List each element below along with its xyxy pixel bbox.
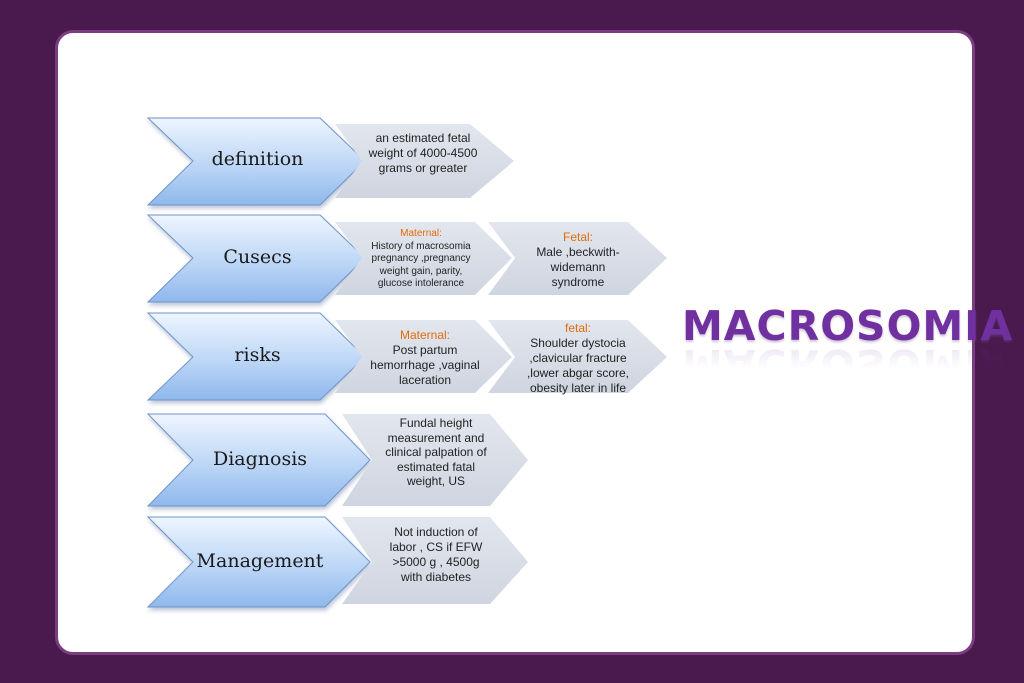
slide-title: MACROSOMIA [682, 302, 1014, 350]
chevron-cusecs [146, 214, 366, 303]
detail-diagnosis: Fundal height measurement and clinical p… [384, 416, 488, 489]
row-label-risks: risks [234, 344, 281, 366]
chevron-detail-cusecs-maternal [335, 222, 512, 295]
detail-heading: Fetal: [562, 230, 593, 244]
slide-title-reflection: MACROSOMIA [682, 340, 1014, 388]
detail-text: History of macrosomia pregnancy ,pregnan… [371, 240, 471, 290]
chevron-definition [146, 117, 366, 206]
detail-risks-fetal: fetal: Shoulder dystocia ,clavicular fra… [514, 321, 642, 396]
row-label-diagnosis: Diagnosis [212, 448, 308, 470]
detail-heading: fetal: [564, 321, 591, 335]
detail-heading: Maternal: [399, 328, 451, 342]
chevron-detail-risks-fetal [488, 320, 667, 393]
row-label-management: Management [196, 550, 324, 572]
detail-text: Shoulder dystocia ,clavicular fracture ,… [526, 336, 630, 395]
detail-text: Male ,beckwith-widemann syndrome [536, 245, 620, 289]
chevron-risks [146, 312, 366, 401]
detail-definition: an estimated fetal weight of 4000-4500 g… [368, 131, 478, 176]
row-label-definition: definition [211, 148, 304, 170]
chevron-diagnosis [146, 413, 371, 507]
chevron-management [146, 516, 371, 608]
chevron-detail-cusecs-fetal [488, 222, 667, 295]
detail-heading: Maternal: [400, 228, 442, 239]
detail-risks-maternal: Maternal: Post partum hemorrhage ,vagina… [370, 328, 480, 388]
detail-cusecs-fetal: Fetal: Male ,beckwith-widemann syndrome [523, 230, 633, 290]
detail-text: an estimated fetal weight of 4000-4500 g… [368, 131, 478, 175]
detail-text: Post partum hemorrhage ,vaginal lacerati… [370, 343, 480, 387]
row-label-cusecs: Cusecs [223, 246, 292, 268]
detail-management: Not induction of labor , CS if EFW >5000… [381, 525, 491, 585]
chevron-detail-diagnosis [342, 414, 528, 506]
chevron-detail-risks-maternal [335, 320, 512, 393]
chevron-detail-definition [335, 124, 514, 198]
chevron-detail-management [342, 517, 528, 604]
detail-text: Not induction of labor , CS if EFW >5000… [389, 525, 483, 584]
detail-text: Fundal height measurement and clinical p… [385, 416, 487, 489]
detail-cusecs-maternal: Maternal: History of macrosomia pregnanc… [362, 228, 480, 291]
